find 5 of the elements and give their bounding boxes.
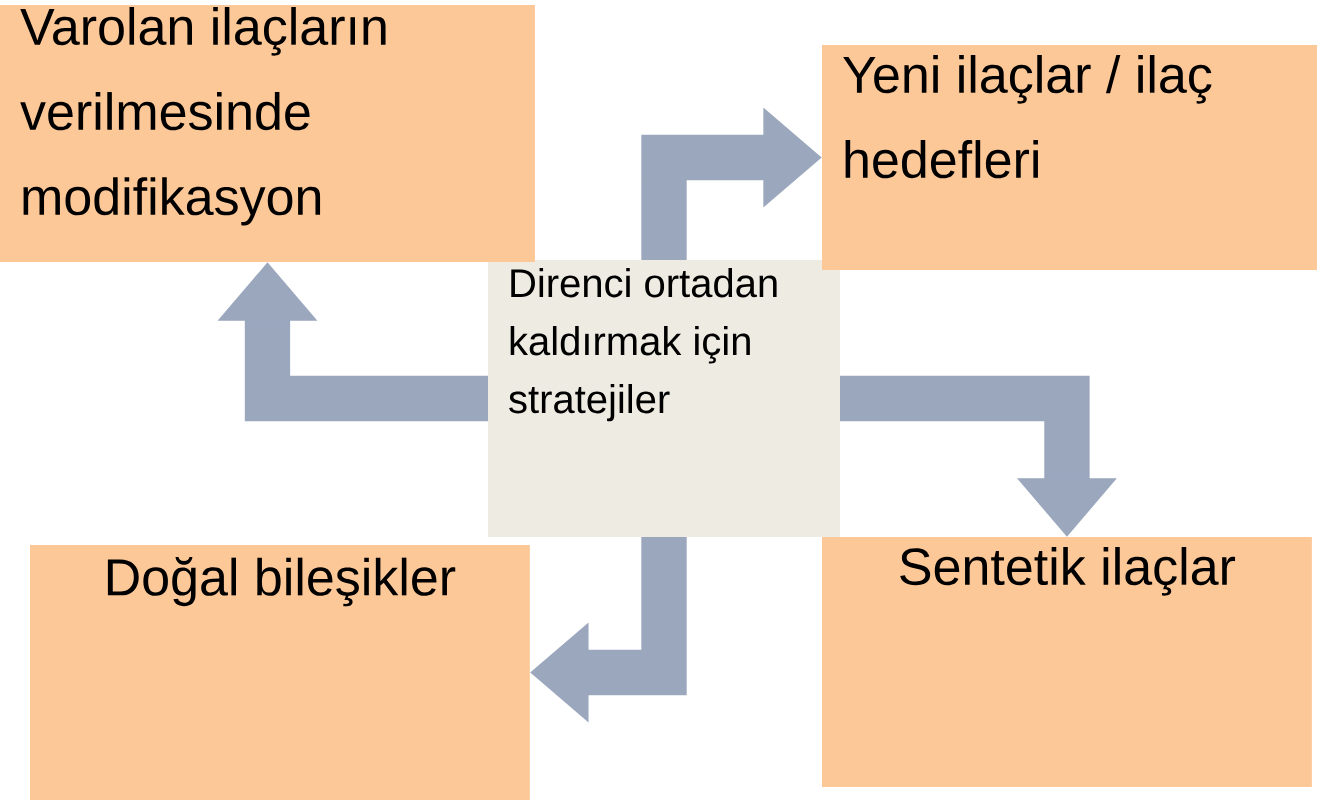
process-box: Varolan ilaçların verilmesinde modifikasyon <box>0 5 535 263</box>
process-box: Doğal bileşikler <box>30 545 530 800</box>
process-box: Yeni ilaçlar / ilaç hedefleri <box>822 45 1317 271</box>
process-box: Direnci ortadan kaldırmak için stratejiler <box>488 260 840 538</box>
process-box: Sentetik ilaçlar <box>822 537 1312 787</box>
